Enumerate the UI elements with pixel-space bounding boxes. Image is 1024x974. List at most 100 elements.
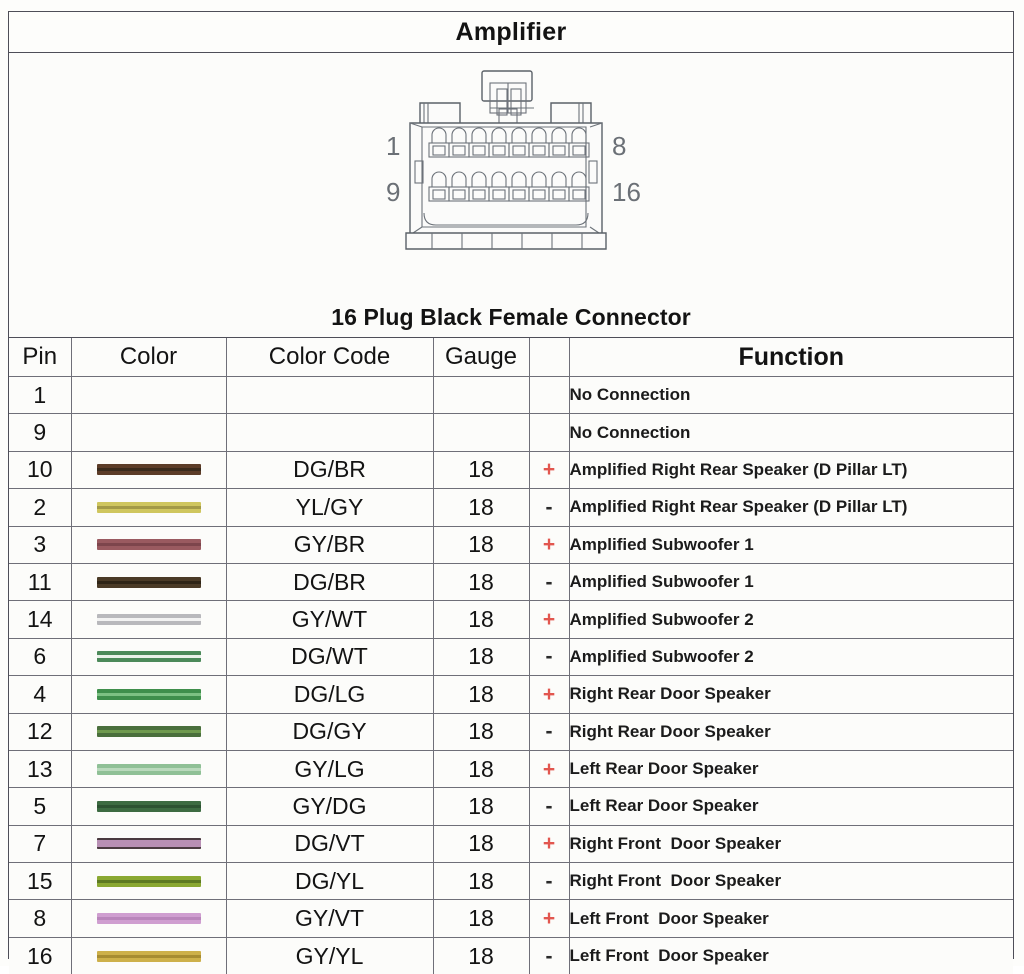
cell-pin: 2: [9, 489, 71, 526]
connector-pin-label-16: 16: [612, 177, 641, 207]
swatch-wrap: [72, 414, 226, 450]
cell-color-code: GY/BR: [226, 526, 433, 563]
cell-polarity: +: [529, 526, 569, 563]
cell-polarity: -: [529, 638, 569, 675]
swatch-wrap: [72, 900, 226, 936]
swatch-wrap: [72, 601, 226, 637]
cell-gauge: 18: [433, 526, 529, 563]
cell-polarity: -: [529, 713, 569, 750]
swatch-wrap: [72, 826, 226, 862]
cell-function: Right Front Door Speaker: [569, 825, 1013, 862]
cell-polarity: +: [529, 676, 569, 713]
wire-stripe: [97, 838, 201, 840]
cell-wire-color: [71, 788, 226, 825]
cell-color-code: [226, 377, 433, 414]
wire-swatch: [97, 838, 201, 849]
header-row: Pin Color Color Code Gauge Function: [9, 338, 1013, 377]
cell-pin: 3: [9, 526, 71, 563]
wire-stripe: [97, 955, 201, 958]
cell-polarity: -: [529, 563, 569, 600]
wire-swatch: [97, 577, 201, 588]
wire-stripe: [97, 468, 201, 471]
cell-color-code: DG/LG: [226, 676, 433, 713]
cell-polarity: +: [529, 601, 569, 638]
cell-gauge: 18: [433, 638, 529, 675]
cell-polarity: -: [529, 863, 569, 900]
wire-swatch: [97, 876, 201, 887]
connector-pin-label-8: 8: [612, 131, 626, 161]
cell-pin: 13: [9, 750, 71, 787]
cell-wire-color: [71, 414, 226, 451]
cell-gauge: 18: [433, 713, 529, 750]
swatch-wrap: [72, 452, 226, 488]
wire-swatch: [97, 464, 201, 475]
cell-function: No Connection: [569, 414, 1013, 451]
cell-function: No Connection: [569, 377, 1013, 414]
cell-function: Right Rear Door Speaker: [569, 676, 1013, 713]
cell-function: Left Front Door Speaker: [569, 900, 1013, 937]
cell-pin: 5: [9, 788, 71, 825]
cell-gauge: 18: [433, 601, 529, 638]
cell-pin: 15: [9, 863, 71, 900]
wire-stripe: [97, 618, 201, 621]
cell-pin: 11: [9, 563, 71, 600]
cell-function: Amplified Subwoofer 2: [569, 601, 1013, 638]
column-header-polarity: [529, 338, 569, 377]
wire-swatch: [97, 801, 201, 812]
cell-gauge: 18: [433, 937, 529, 974]
wire-swatch: [97, 726, 201, 737]
cell-color-code: GY/DG: [226, 788, 433, 825]
cell-pin: 6: [9, 638, 71, 675]
swatch-wrap: [72, 527, 226, 563]
swatch-wrap: [72, 377, 226, 413]
cell-color-code: YL/GY: [226, 489, 433, 526]
column-header-gauge: Gauge: [433, 338, 529, 377]
cell-gauge: 18: [433, 863, 529, 900]
connector-pin-label-1: 1: [386, 131, 400, 161]
pinout-table: Pin Color Color Code Gauge Function 1 No …: [9, 338, 1013, 974]
swatch-wrap: [72, 714, 226, 750]
column-header-pin: Pin: [9, 338, 71, 377]
swatch-wrap: [72, 564, 226, 600]
cell-color-code: DG/WT: [226, 638, 433, 675]
wire-swatch: [97, 689, 201, 700]
cell-polarity: [529, 414, 569, 451]
wire-swatch: [97, 614, 201, 625]
cell-wire-color: [71, 937, 226, 974]
cell-gauge: 18: [433, 825, 529, 862]
title-band: Amplifier: [9, 12, 1013, 53]
cell-pin: 1: [9, 377, 71, 414]
cell-function: Amplified Right Rear Speaker (D Pillar L…: [569, 451, 1013, 488]
cell-wire-color: [71, 601, 226, 638]
cell-polarity: -: [529, 489, 569, 526]
cell-gauge: 18: [433, 489, 529, 526]
cell-wire-color: [71, 825, 226, 862]
cell-function: Amplified Subwoofer 2: [569, 638, 1013, 675]
cell-wire-color: [71, 526, 226, 563]
cell-color-code: DG/GY: [226, 713, 433, 750]
cell-function: Right Front Door Speaker: [569, 863, 1013, 900]
cell-color-code: GY/LG: [226, 750, 433, 787]
cell-polarity: -: [529, 937, 569, 974]
wire-stripe: [97, 880, 201, 883]
cell-function: Amplified Right Rear Speaker (D Pillar L…: [569, 489, 1013, 526]
wire-stripe: [97, 917, 201, 920]
cell-wire-color: [71, 638, 226, 675]
cell-gauge: 18: [433, 676, 529, 713]
cell-polarity: +: [529, 900, 569, 937]
wire-stripe: [97, 847, 201, 849]
connector-caption: 16 Plug Black Female Connector: [9, 304, 1013, 331]
cell-color-code: DG/VT: [226, 825, 433, 862]
cell-color-code: [226, 414, 433, 451]
connector-diagram: 1 8 9 16: [366, 65, 656, 260]
